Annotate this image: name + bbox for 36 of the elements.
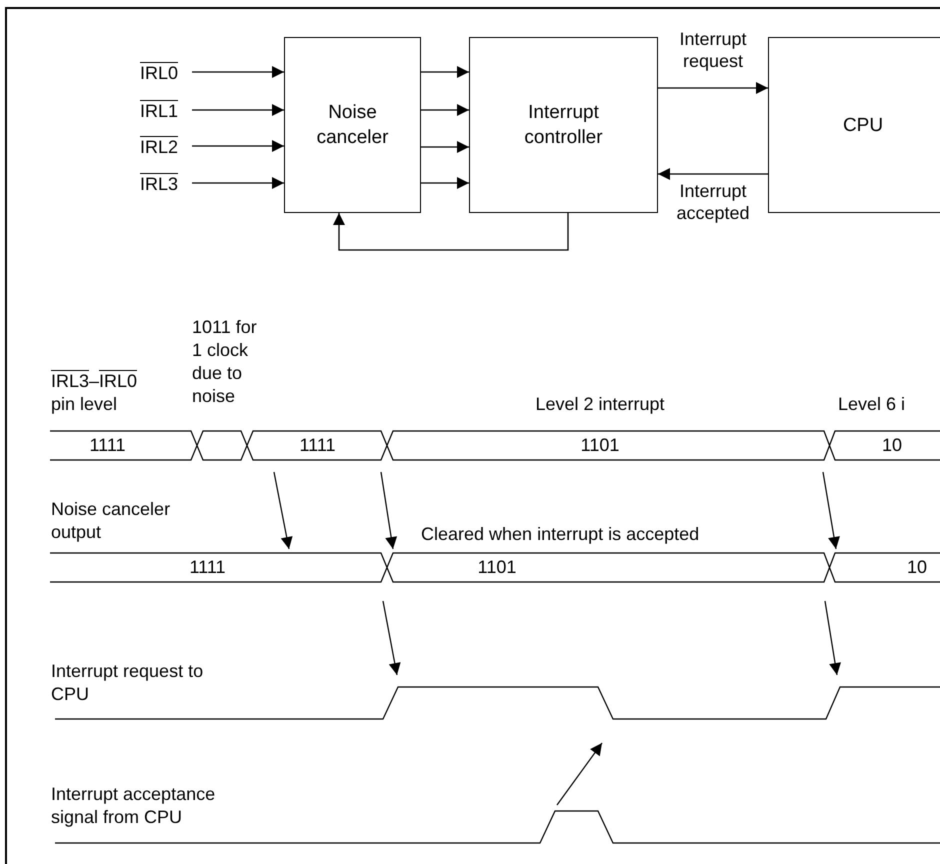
pin-label: IRL2 — [140, 134, 192, 158]
pin-label: IRL0 — [140, 60, 192, 84]
arrow — [192, 177, 284, 189]
arrow — [421, 141, 469, 153]
arrow — [421, 177, 469, 189]
block-box — [469, 37, 658, 213]
signal-label: 1101 — [476, 556, 518, 579]
signal-label: 10 — [880, 434, 904, 457]
signal-label: 1011 for 1 clock due to noise — [192, 316, 258, 408]
block-label: Noise canceler — [316, 101, 388, 150]
arrow — [333, 213, 569, 251]
signal-label: Interrupt acceptance signal from CPU — [51, 783, 216, 829]
signal-label: 1111 — [88, 434, 127, 457]
signal-label: 1111 — [298, 434, 337, 457]
signal-label: 10 — [906, 556, 928, 579]
block-box — [284, 37, 421, 213]
signal-label: 1101 — [580, 434, 620, 457]
block-label: CPU — [842, 114, 884, 138]
block-box — [768, 37, 940, 213]
arrow — [192, 104, 284, 116]
signal-label: Level 6 i — [838, 393, 906, 416]
signal-label: IRL3–IRL0 pin level — [51, 370, 138, 416]
signal-label: Interrupt request to CPU — [51, 660, 204, 706]
arrow — [658, 168, 768, 180]
block-label: Interrupt controller — [523, 101, 604, 150]
arrow — [658, 82, 768, 94]
arrow — [421, 66, 469, 78]
signal-label: 1111 — [188, 556, 227, 579]
signal-label: Level 2 interrupt — [534, 393, 666, 416]
arrow — [192, 66, 284, 78]
pin-label: IRL3 — [140, 171, 192, 195]
pin-label: IRL1 — [140, 98, 192, 122]
arrow — [192, 140, 284, 152]
signal-label: Noise canceler output — [51, 498, 172, 544]
arrow — [421, 104, 469, 116]
signal-label: Cleared when interrupt is accepted — [421, 523, 700, 546]
